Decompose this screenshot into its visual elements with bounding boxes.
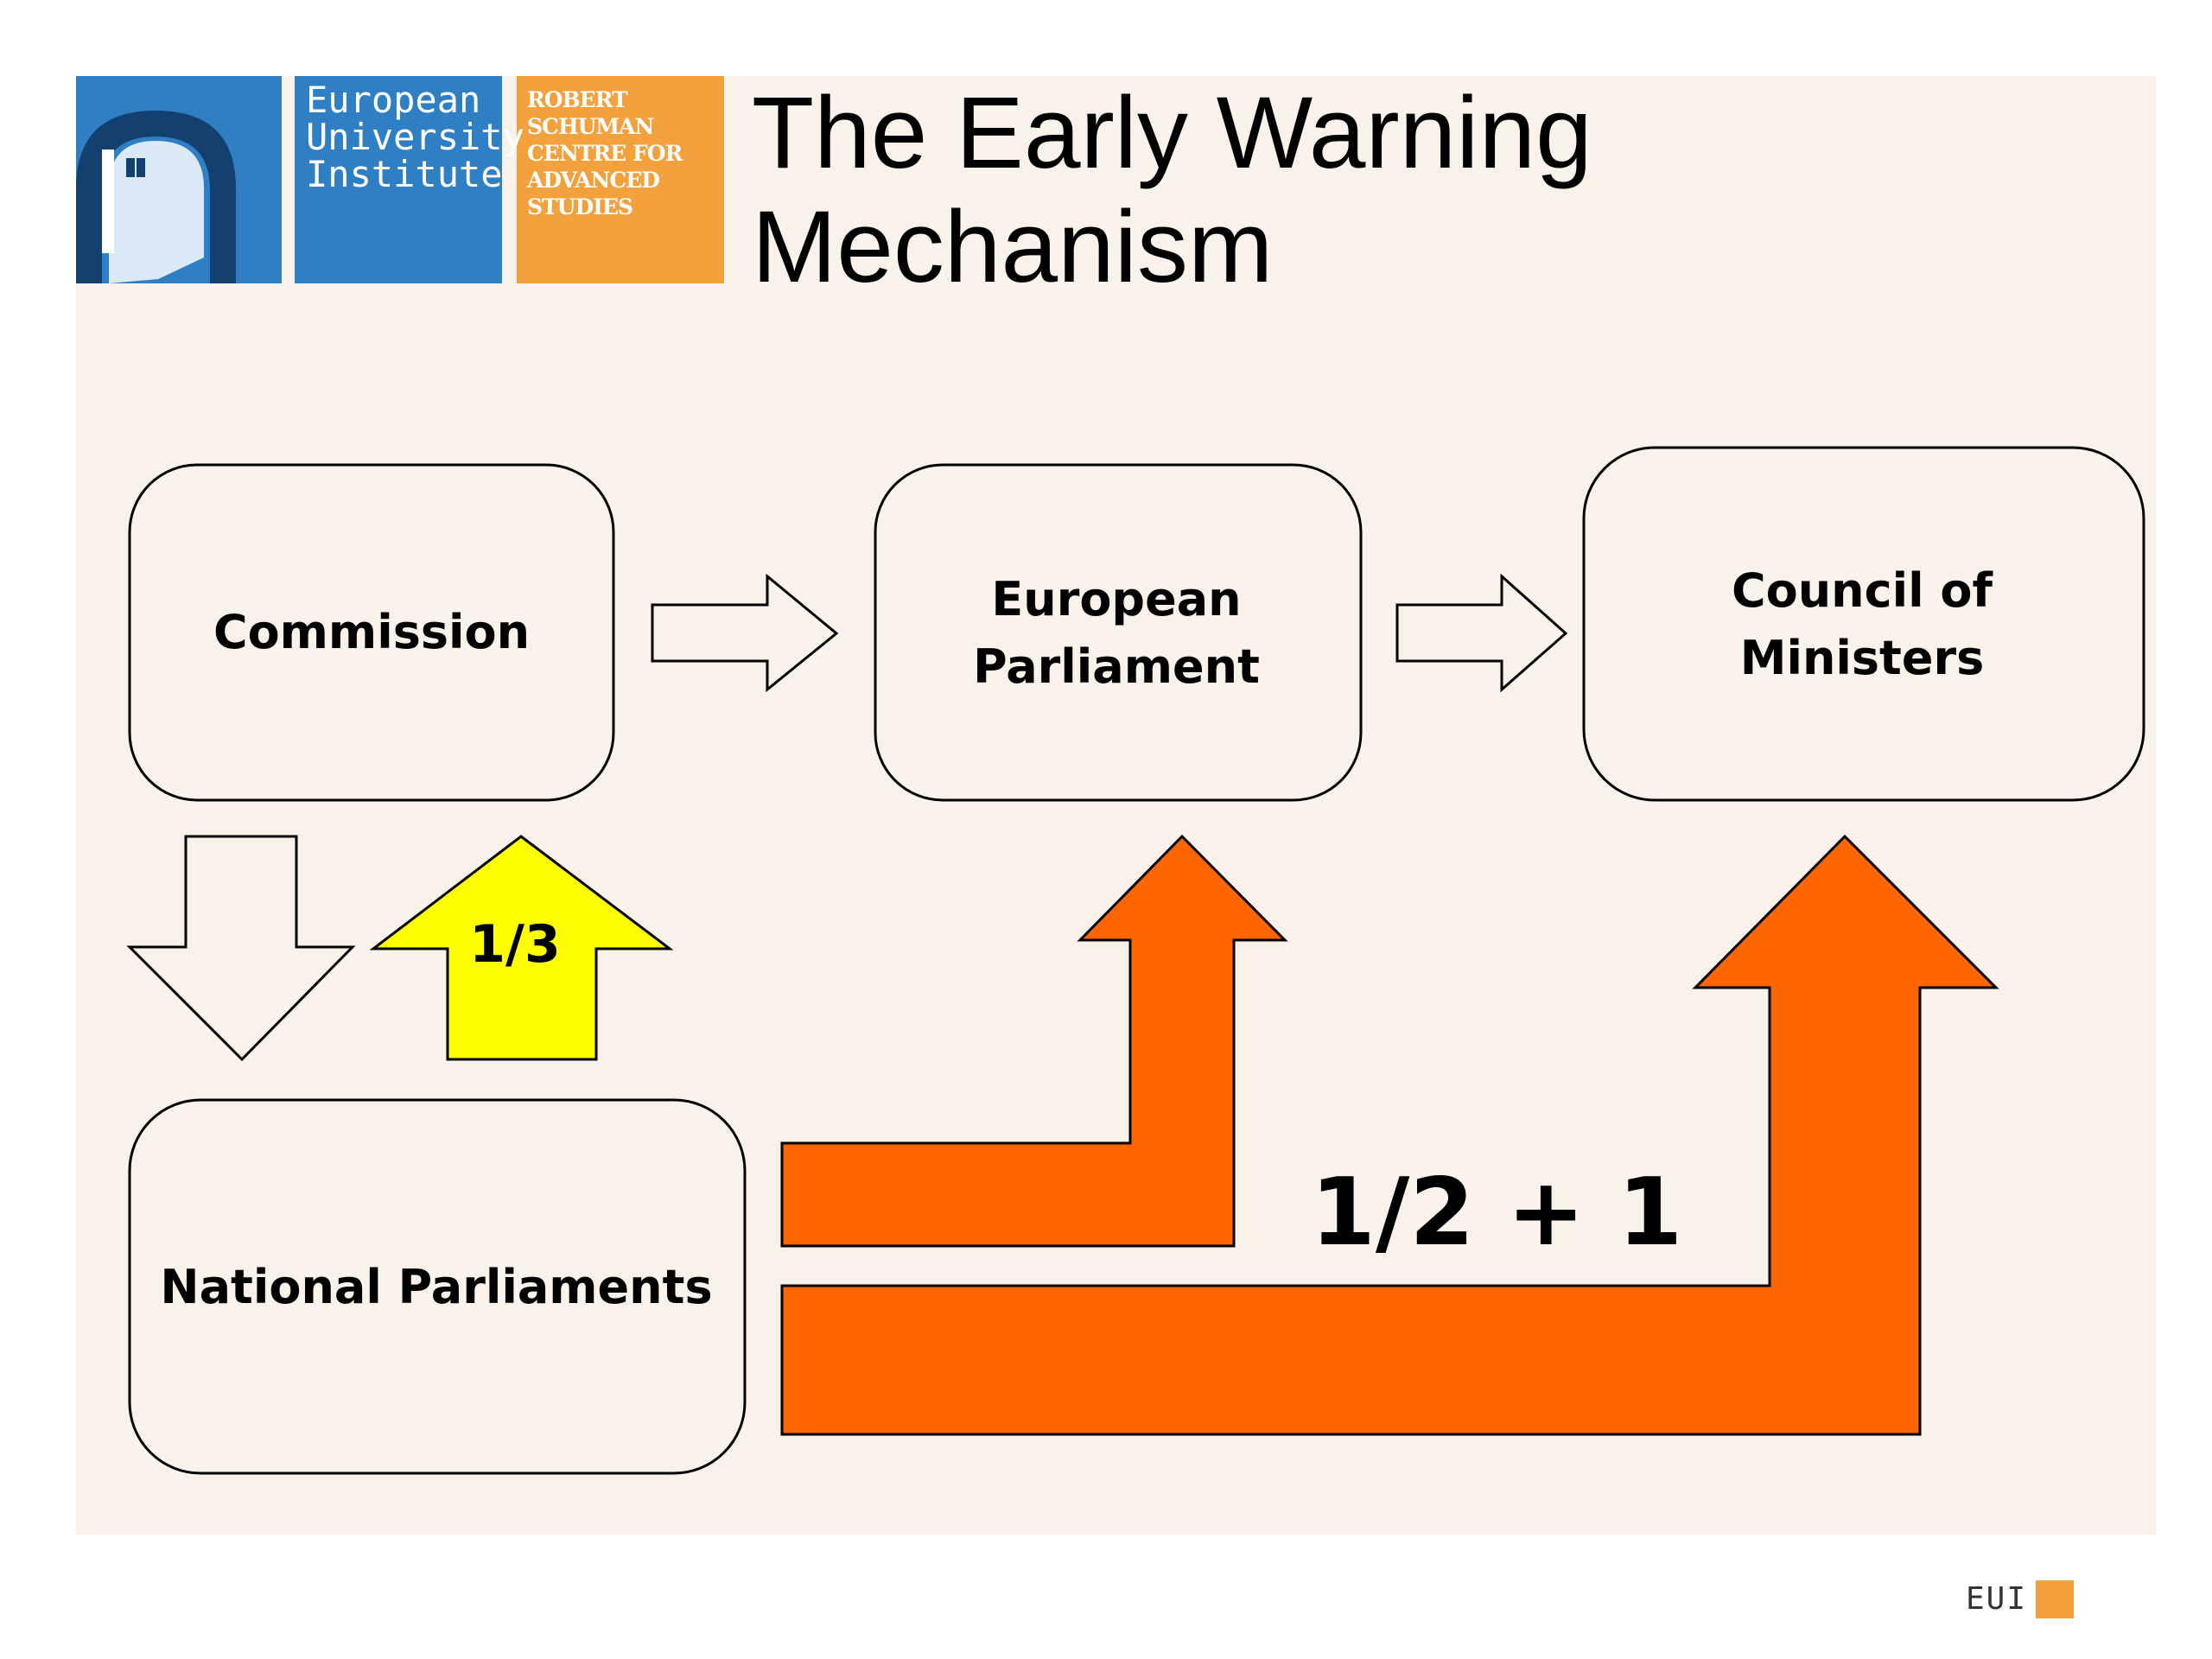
logo-centre-text: ROBERT SCHUMAN CENTRE FOR ADVANCED STUDI… xyxy=(527,87,683,219)
one-third-label: 1/3 xyxy=(469,914,560,975)
european-parliament-label-line1: European xyxy=(991,572,1241,626)
council-box xyxy=(1582,446,2145,802)
half-plus-one-label: 1/2 + 1 xyxy=(1311,1159,1683,1267)
national-parliaments-label: National Parliaments xyxy=(160,1260,712,1314)
footer-eui-label: EUI xyxy=(1966,1581,2028,1617)
arrow-national-to-council xyxy=(780,834,1999,1436)
arrow-national-to-parliament xyxy=(780,834,1288,1248)
council-label-line2: Ministers xyxy=(1740,631,1985,685)
arrow-parliament-to-council xyxy=(1395,573,1568,693)
council-label-line1: Council of xyxy=(1732,563,1993,618)
european-parliament-box xyxy=(874,463,1363,802)
commission-label: Commission xyxy=(213,605,530,659)
logo-institute-text: European University Institute xyxy=(306,79,524,195)
national-parliaments-box xyxy=(128,1098,747,1475)
page-title: The Early Warning Mechanism xyxy=(752,76,1592,304)
arrow-commission-to-national-parliaments xyxy=(126,835,356,1062)
arrow-one-third-up xyxy=(369,835,674,1061)
commission-box xyxy=(128,463,615,802)
european-parliament-label-line2: Parliament xyxy=(973,639,1260,694)
logo-graphic xyxy=(76,76,724,283)
arrow-commission-to-parliament xyxy=(651,573,839,693)
footer-logo-square xyxy=(2036,1580,2074,1618)
eui-logo: European University Institute ROBERT SCH… xyxy=(76,76,733,289)
